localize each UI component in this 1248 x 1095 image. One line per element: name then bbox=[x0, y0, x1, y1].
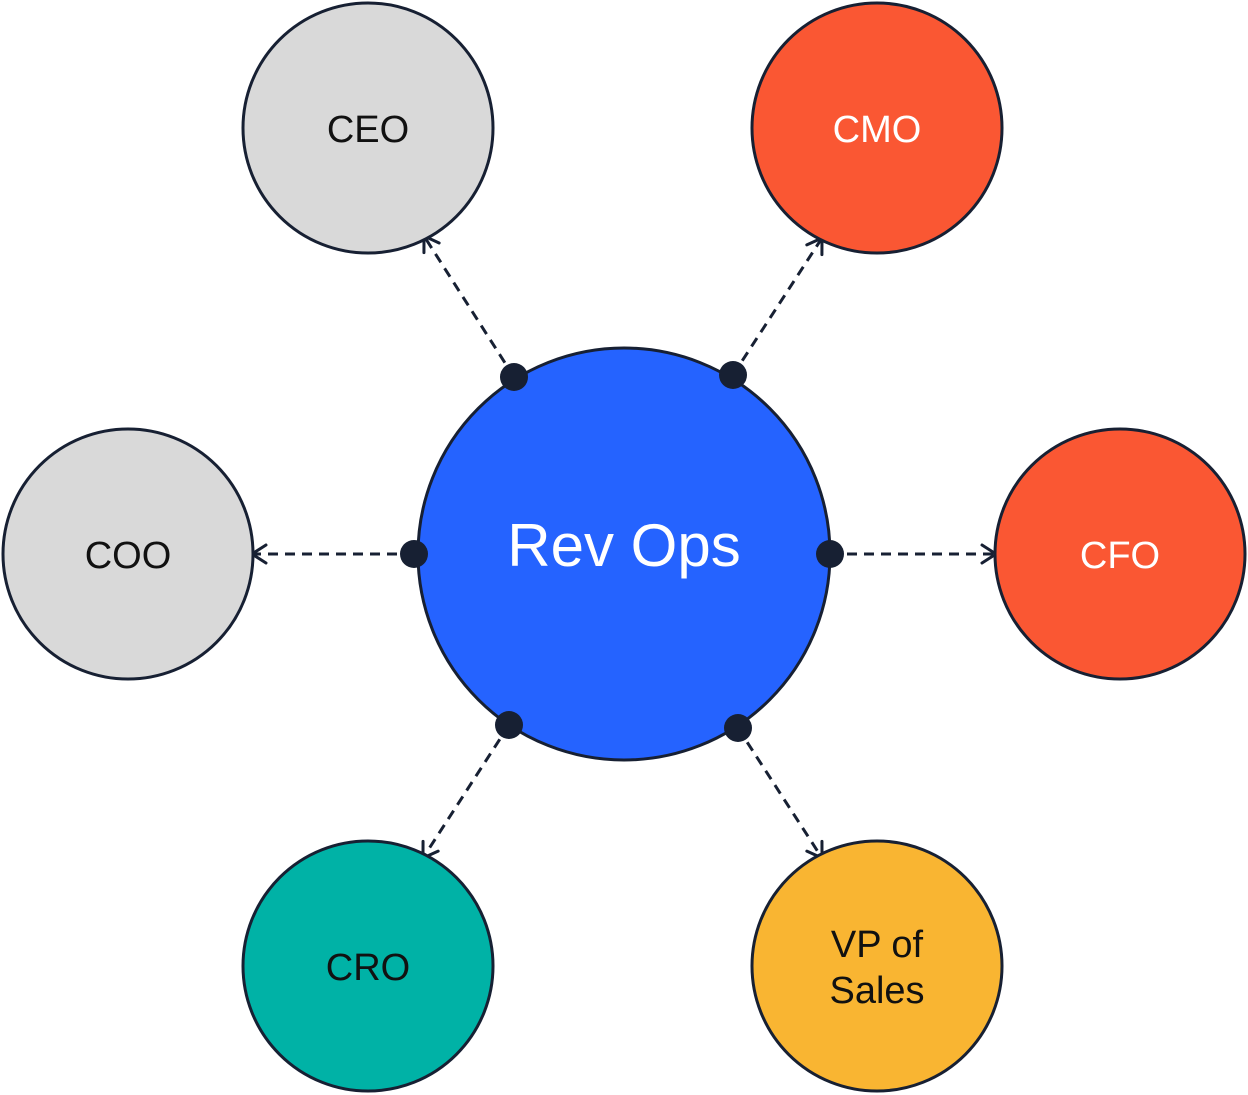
cmo-label: CMO bbox=[833, 109, 922, 151]
cro-label: CRO bbox=[326, 947, 410, 989]
node-cmo: CMO bbox=[750, 1, 1004, 255]
rev-ops-label: Rev Ops bbox=[507, 512, 740, 579]
anchor-dot-coo bbox=[400, 540, 428, 568]
cfo-circle bbox=[993, 427, 1247, 681]
anchor-dot-vp-of-sales bbox=[724, 714, 752, 742]
node-coo: COO bbox=[1, 427, 255, 681]
anchor-dot-cfo bbox=[816, 540, 844, 568]
node-cfo: CFO bbox=[993, 427, 1247, 681]
node-ceo: CEO bbox=[241, 1, 495, 255]
coo-label: COO bbox=[85, 535, 172, 577]
cro-circle bbox=[241, 839, 495, 1093]
cfo-label: CFO bbox=[1080, 535, 1160, 577]
anchor-dot-ceo bbox=[500, 363, 528, 391]
anchor-dot-cmo bbox=[719, 361, 747, 389]
cmo-circle bbox=[750, 1, 1004, 255]
anchor-dot-cro bbox=[495, 711, 523, 739]
anchor-dots bbox=[400, 361, 844, 742]
vp-of-sales-circle bbox=[750, 839, 1004, 1093]
ceo-circle bbox=[241, 1, 495, 255]
connector-to-cro bbox=[421, 724, 511, 859]
center-node-group: Rev Ops bbox=[416, 346, 832, 762]
ceo-label: CEO bbox=[327, 109, 409, 151]
node-cro: CRO bbox=[241, 839, 495, 1093]
connector-to-vp-of-sales bbox=[736, 727, 824, 859]
vp-of-sales-label-line-1: VP of bbox=[831, 924, 924, 966]
vp-of-sales-label-line-2: Sales bbox=[829, 970, 924, 1012]
connector-to-cmo bbox=[731, 237, 824, 376]
coo-circle bbox=[1, 427, 255, 681]
connector-to-ceo bbox=[422, 235, 516, 378]
